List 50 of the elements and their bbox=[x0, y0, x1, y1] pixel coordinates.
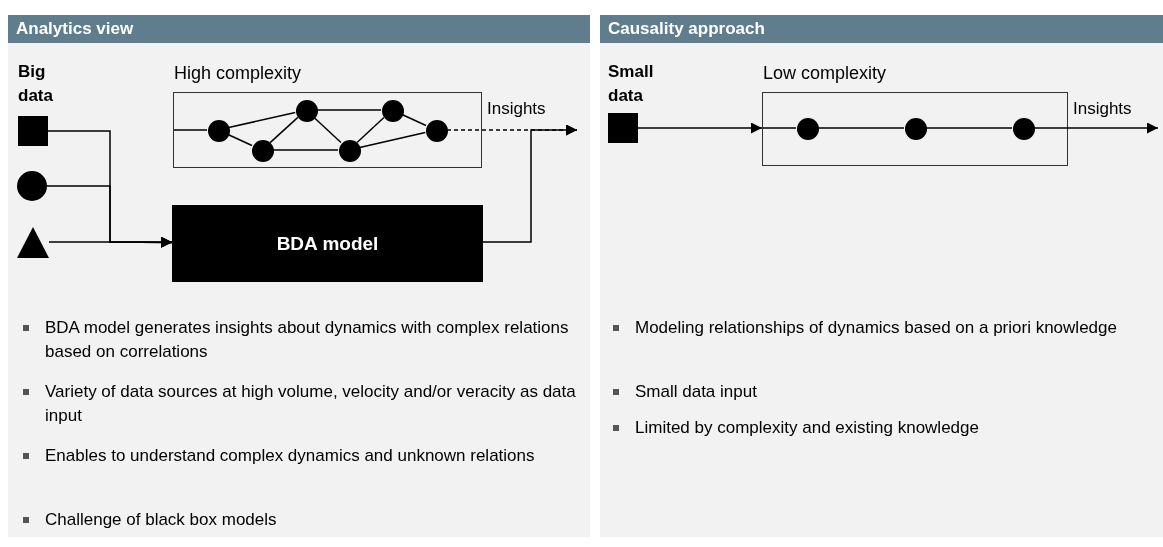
arrow bbox=[46, 185, 173, 248]
connector-line bbox=[358, 131, 427, 149]
bullet-text: Small data input bbox=[635, 381, 758, 403]
panel-header: Analytics view bbox=[8, 15, 590, 43]
arrow bbox=[48, 236, 173, 248]
output-label: Insights bbox=[1073, 98, 1133, 120]
model-box bbox=[172, 205, 483, 282]
panel-header: Causality approach bbox=[600, 15, 1163, 43]
connector-line bbox=[227, 133, 253, 147]
connector-line bbox=[401, 113, 427, 127]
connector-line bbox=[762, 127, 797, 129]
connector-line bbox=[316, 109, 382, 111]
bullet-text: Modeling relationships of dynamics based on a priori knowledge bbox=[635, 317, 1118, 339]
connector-line bbox=[925, 127, 1013, 129]
circle-symbol bbox=[17, 171, 47, 201]
bullet-text: Challenge of black box models bbox=[45, 509, 278, 531]
connector-line bbox=[173, 129, 208, 131]
arrow bbox=[637, 122, 763, 134]
network-node bbox=[208, 120, 230, 142]
bullet-text: Variety of data sources at high volume, velocity and/or veracity as data input bbox=[45, 381, 577, 427]
triangle-symbol bbox=[17, 227, 49, 258]
panel-background bbox=[8, 15, 590, 537]
bullet-text: BDA model generates insights about dynamics with complex relations based on correlations bbox=[45, 317, 570, 363]
network-node bbox=[296, 100, 318, 122]
data-source-label: Small data bbox=[608, 61, 655, 107]
output-label: Insights bbox=[487, 98, 547, 120]
frame-title: High complexity bbox=[174, 63, 302, 84]
connector-line bbox=[269, 116, 299, 144]
network-node bbox=[426, 120, 448, 142]
network-node bbox=[905, 118, 927, 140]
data-source-label: Big data bbox=[18, 61, 54, 107]
network-node bbox=[252, 140, 274, 162]
connector-line bbox=[356, 116, 385, 144]
arrow bbox=[446, 124, 578, 136]
network-node bbox=[382, 100, 404, 122]
connector-line bbox=[817, 127, 905, 129]
network-node bbox=[797, 118, 819, 140]
frame-title: Low complexity bbox=[763, 63, 887, 84]
connector-line bbox=[313, 116, 342, 144]
arrow bbox=[1033, 122, 1159, 134]
model-label: BDA model bbox=[276, 232, 379, 255]
network-node bbox=[1013, 118, 1035, 140]
connector-line bbox=[228, 111, 296, 129]
bullet-text: Enables to understand complex dynamics and unknown relations bbox=[45, 445, 536, 467]
network-node bbox=[339, 140, 361, 162]
panel-background bbox=[600, 15, 1163, 537]
bullet-text: Limited by complexity and existing knowledge bbox=[635, 417, 980, 439]
connector-line bbox=[272, 149, 339, 151]
square-symbol bbox=[608, 113, 638, 143]
square-symbol bbox=[18, 116, 48, 146]
